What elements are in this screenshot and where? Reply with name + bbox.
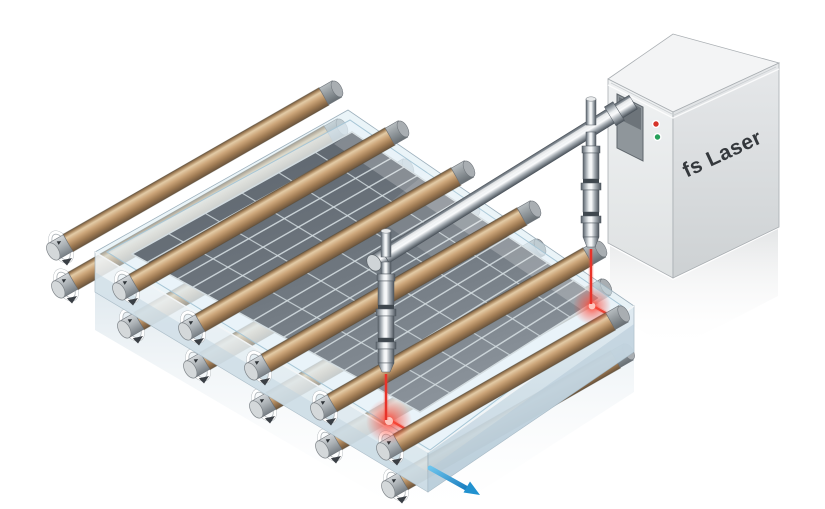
roller-front-cap-face [178,322,193,341]
cap-notch [325,439,331,443]
rotation-arrow-icon [193,338,204,346]
roller-end-cap-face [396,120,410,138]
tube-elbow-cap [366,254,382,272]
cap-notch [259,399,265,403]
roller-end-cap-face [617,305,630,323]
rotation-arrow-icon [66,296,77,304]
roller-front-cap-face [315,440,330,459]
head-mount-stub-left [380,230,392,258]
cell-grid-sheen [334,132,600,310]
rotation-arrow-icon [264,416,275,424]
roller-front-cap-face [51,280,66,299]
rotation-arrow-icon [396,496,407,504]
status-led-green [653,132,662,142]
roller-front-cap-face [112,282,127,301]
cap-notch [391,479,397,483]
laser-beams [383,249,594,420]
roller-end-cap-face [462,160,476,178]
cap-notch [61,279,67,283]
laser-spot-right-core [588,302,596,310]
roller-front-cap-face [381,480,396,499]
head-mount-stub-right [585,98,597,126]
roller-front-cap-face [376,442,391,461]
box-right-face [672,62,780,279]
rotation-arrow-icon [61,258,72,266]
slab-floor-reflection [95,292,634,509]
beam-delivery [366,94,638,373]
roller-end-cap-face [528,200,542,218]
roller-front-cap-face [46,242,61,261]
roller-front-cap-face [244,362,259,381]
beam-delivery-tube [366,94,638,272]
nozzle-left [377,362,395,373]
rotation-arrow-icon [127,298,138,306]
cap-notch [320,401,326,405]
stub-cap-right [585,96,597,102]
rotation-arrow-icon [325,418,336,426]
roller [112,120,410,306]
laser-head-left [375,261,397,373]
roller-front-cap-face [249,400,264,419]
cap-notch [56,241,62,245]
roller-front-cap-face [310,402,325,421]
roller [178,160,476,346]
status-led-red [651,119,661,129]
roller [46,80,344,266]
laser-head-right [580,131,602,248]
cap-notch [127,319,133,323]
box-floor-reflection [610,229,778,350]
cap-notch [122,281,128,285]
carrier-front-right-band [428,324,634,492]
nozzle-right [582,236,600,248]
tube-flange [604,101,625,127]
cap-notch [254,361,260,365]
rotation-arrow-icon [330,456,341,464]
rotation-arrow-icon [259,378,270,386]
roller-end-cap-face [330,80,344,98]
cap-notch [193,359,199,363]
stub-cap-left [380,228,392,234]
rotation-arrow-icon [391,458,402,466]
roller-front-cap-face [117,320,132,339]
roller-front-cap-face [183,360,198,379]
rotation-arrow-icon [198,376,209,384]
cap-notch [188,321,194,325]
transport-direction-arrow [427,465,480,495]
box-lid-seam-2 [610,66,777,116]
rotation-arrow-icon [132,336,143,344]
